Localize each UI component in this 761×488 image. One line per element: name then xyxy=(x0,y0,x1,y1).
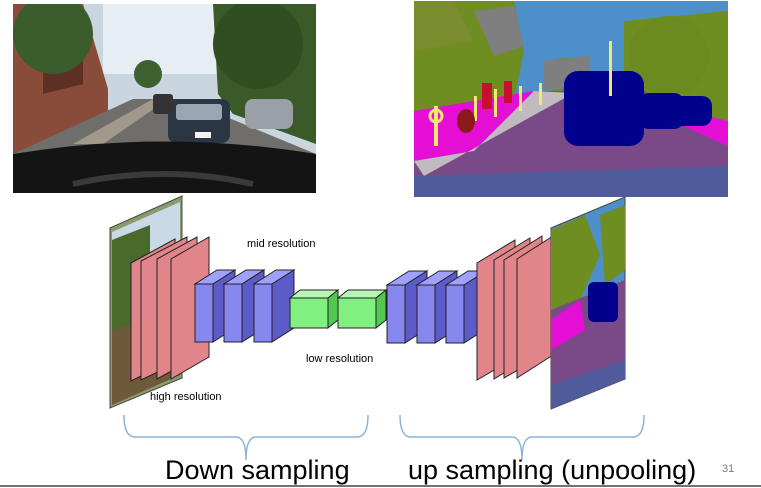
street-photo xyxy=(13,4,316,193)
page-number: 31 xyxy=(722,463,735,475)
bottleneck-block xyxy=(288,288,340,330)
bottleneck-blocks xyxy=(288,288,388,330)
encoder-conv-blocks xyxy=(193,269,296,343)
encoder-slabs xyxy=(130,236,210,382)
encoder-slab xyxy=(170,236,210,380)
mid-resolution-label: mid resolution xyxy=(247,238,316,250)
output-segmentation-plane xyxy=(550,196,626,410)
bottleneck-block xyxy=(336,288,388,330)
up-sampling-brace xyxy=(399,414,645,461)
up-sampling-label: up sampling (unpooling) xyxy=(408,455,697,485)
down-sampling-label: Down sampling xyxy=(165,455,350,485)
low-resolution-label: low resolution xyxy=(306,353,374,365)
segmentation-map xyxy=(414,1,728,197)
high-resolution-label: high resolution xyxy=(150,391,222,403)
decoder-slab xyxy=(516,235,554,379)
conv-block xyxy=(252,269,296,343)
decoder-slabs xyxy=(476,235,554,381)
down-sampling-brace xyxy=(123,414,369,461)
decoder-conv-blocks xyxy=(385,270,488,344)
